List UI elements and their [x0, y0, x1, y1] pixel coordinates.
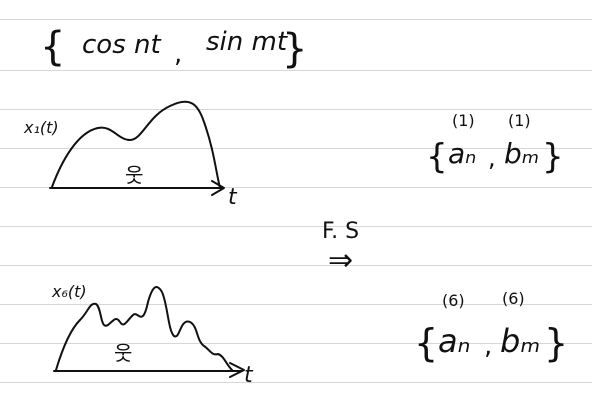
coeff-1-sup-b: (1): [508, 111, 531, 130]
coeff-6-brace-open: {: [414, 321, 438, 365]
coeff-6-a: aₙ: [438, 322, 470, 360]
coeff-1-b: bₘ: [504, 137, 539, 170]
coeff-1-brace-close: }: [542, 137, 564, 177]
coeff-1-brace-open: {: [426, 137, 448, 177]
coeff-6-brace-close: }: [544, 321, 568, 365]
signal-1-label: x₁(t): [23, 118, 59, 137]
transform-label: F. S: [322, 219, 359, 244]
coeff-1-a: aₙ: [448, 137, 476, 170]
fourier-series-transform: F. S ⇒: [322, 219, 359, 278]
basis-set: { cos nt , sin mt }: [40, 24, 307, 72]
signal-6-label: x₆(t): [51, 282, 87, 301]
signal-6-axis-label: t: [244, 363, 254, 388]
basis-brace-open: {: [40, 24, 65, 70]
coeff-6-comma: ,: [484, 331, 492, 361]
basis-brace-close: }: [282, 26, 307, 72]
signal-6-curve: [55, 286, 233, 371]
transform-arrow: ⇒: [328, 243, 353, 278]
coeff-1-comma: ,: [488, 144, 496, 172]
signal-6-plot: x₆(t) t 웃: [51, 282, 254, 388]
coefficients-1: (1) (1) { aₙ , bₘ }: [426, 111, 564, 177]
coeff-6-sup-b: (6): [502, 289, 525, 308]
signal-1-plot: x₁(t) t 웃: [23, 100, 238, 210]
coefficients-6: (6) (6) { aₙ , bₘ }: [414, 289, 568, 365]
basis-term-sin: sin mt: [206, 27, 288, 57]
basis-comma: ,: [174, 39, 182, 69]
signal-1-region-label: 웃: [125, 163, 143, 187]
coeff-6-b: bₘ: [500, 322, 540, 360]
signal-1-curve: [51, 100, 221, 189]
basis-term-cos: cos nt: [82, 30, 161, 60]
coeff-6-sup-a: (6): [442, 291, 465, 310]
signal-1-axis-label: t: [228, 185, 238, 210]
signal-6-axis-arrow: [229, 362, 245, 378]
signal-1-axis-arrow: [211, 180, 225, 196]
coeff-1-sup-a: (1): [452, 111, 475, 130]
signal-6-region-label: 웃: [114, 341, 132, 365]
